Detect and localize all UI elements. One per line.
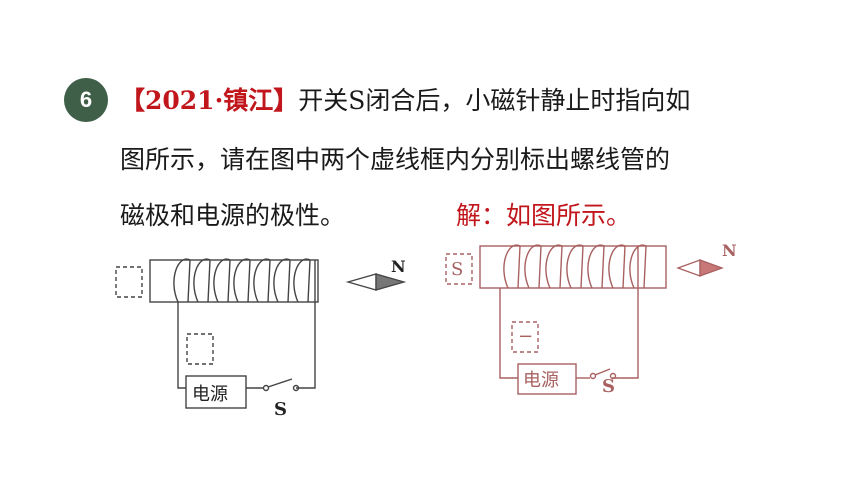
circuit-wire	[177, 302, 186, 389]
power-source-box	[517, 363, 577, 395]
circuit-wire-right	[612, 246, 639, 379]
question-line-1: 【2021·镇江】开关S闭合后，小磁针静止时指向如	[120, 86, 690, 116]
coil-pole-label: S	[451, 259, 463, 280]
solenoid-coil-windings	[173, 258, 311, 303]
power-source-label: 电源	[523, 370, 559, 391]
switch-label: S	[274, 399, 287, 420]
coil-pole-dashed-box	[115, 266, 143, 298]
switch-terminal	[262, 384, 270, 392]
question-line-3: 磁极和电源的极性。	[120, 201, 346, 230]
power-source-box	[185, 375, 247, 409]
needle-north-label: N	[391, 257, 406, 276]
switch-terminal	[589, 372, 597, 380]
question-source-tag: 【2021·镇江】	[120, 86, 299, 115]
power-source-label: 电源	[192, 384, 228, 405]
compass-needle	[345, 273, 407, 291]
question-circuit-diagram: 电源 S N	[115, 257, 407, 420]
solenoid-coil-windings	[503, 244, 647, 289]
circuit-wire	[499, 288, 518, 379]
switch-lever	[267, 378, 293, 388]
compass-needle	[676, 259, 724, 277]
solenoid-core	[149, 259, 319, 303]
needle-north-label: N	[722, 241, 737, 260]
switch-lever	[594, 368, 611, 376]
battery-polarity-label: −	[518, 326, 533, 347]
question-line-2: 图所示，请在图中两个虚线框内分别标出螺线管的	[120, 145, 671, 174]
solenoid-core	[479, 245, 667, 289]
switch-label: S	[602, 376, 615, 397]
question-number-badge: 6	[64, 78, 108, 122]
answer-text: 解：如图所示。	[456, 201, 632, 230]
power-polarity-dashed-box	[186, 333, 214, 365]
circuit-wire-right	[296, 260, 316, 389]
question-text-1: 开关S闭合后，小磁针静止时指向如	[298, 86, 691, 115]
answer-circuit-diagram: S − 电源 S N	[445, 241, 737, 397]
